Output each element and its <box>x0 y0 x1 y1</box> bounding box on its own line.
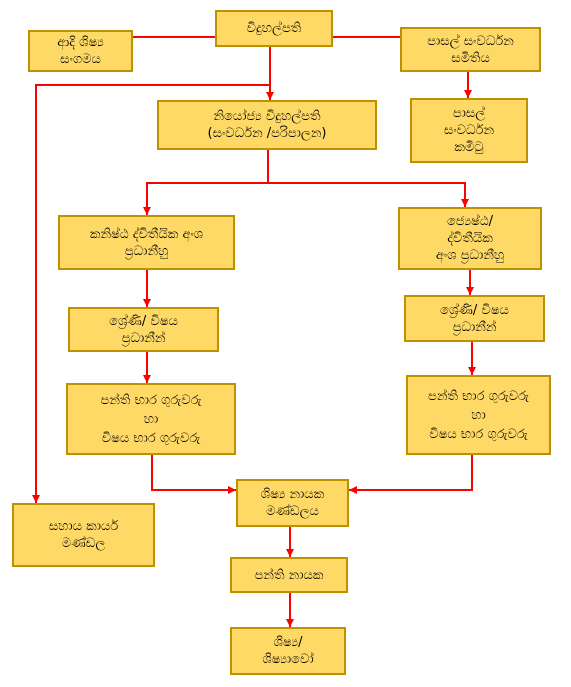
grade-subject-heads-left-label-line-2: ප්‍රධානීන් <box>121 330 166 346</box>
deputy-principal-label-line-1: නියෝජ්‍ය විදුහල්පති <box>213 109 321 124</box>
senior-secondary-heads-label-line-2: ද්විතීයික <box>447 231 493 246</box>
student-leaders-board-label-line-2: මණ්ඩලය <box>266 504 319 519</box>
grade-subject-heads-right-label-line-1: ශ්‍රේණි/ විෂය <box>440 302 509 318</box>
teachers-left-label-line-3: විෂය භාර ගුරුවරු <box>101 430 201 446</box>
edge-principal-to-support-staff <box>32 84 270 503</box>
school-development-committees-label-line-2: සංවර්ධන <box>443 123 495 138</box>
support-staff-label-line-2: මණ්ඩල <box>61 536 106 551</box>
senior-secondary-heads-label-line-1: ජ්‍යෙෂ්ඨ/ <box>446 214 494 229</box>
past-pupils-association-node: ආදි ශිෂ්‍ය සංගමය <box>28 30 133 72</box>
class-leaders-node: පන්ති නායක <box>230 557 348 593</box>
past-pupils-association-label-line-2: සංගමය <box>60 52 101 67</box>
school-development-society-label-line-2: සමිතිය <box>451 50 490 66</box>
senior-secondary-heads-label-line-3: අංශ ප්‍රධානීහු <box>435 248 505 263</box>
principal-label-line-1: විදුහල්පති <box>246 21 302 36</box>
students-label-line-1: ශිෂ්‍ය/ <box>273 635 303 650</box>
edge-teachers-left-to-student-leaders <box>151 455 236 494</box>
teachers-left-label-line-1: පන්ති භාර ගුරුවරු <box>100 392 202 408</box>
teachers-right-label-line-3: විෂය භාර ගුරුවරු <box>429 426 528 442</box>
support-staff-label-line-1: සහාය කාර්ය <box>48 519 119 534</box>
grade-subject-heads-left-node: ශ්‍රේණි/ විෂය ප්‍රධානීන් <box>68 307 219 352</box>
principal-node: විදුහල්පති <box>215 10 333 47</box>
junior-secondary-heads-label-line-1: කනිෂ්ඨ ද්විතීයික අංශ <box>89 226 204 242</box>
junior-secondary-heads-label-line-2: ප්‍රධානීහු <box>124 243 169 259</box>
teachers-right-label-line-2: හා <box>471 407 486 423</box>
deputy-principal-label-line-2: (සංවර්ධන /පරිපාලන) <box>207 126 327 141</box>
school-development-committees-label-line-1: පාසල් <box>452 106 486 121</box>
grade-subject-heads-right-node: ශ්‍රේණි/ විෂය ප්‍රධානීන් <box>404 295 545 342</box>
class-leaders-label-line-1: පන්ති නායක <box>254 567 324 583</box>
school-development-committees-node: පාසල් සංවර්ධන කමිටු <box>410 98 528 163</box>
teachers-right-node: පන්ති භාර ගුරුවරු හා විෂය භාර ගුරුවරු <box>406 375 551 455</box>
junior-secondary-heads-node: කනිෂ්ඨ ද්විතීයික අංශ ප්‍රධානීහු <box>58 215 235 270</box>
senior-secondary-heads-node: ජ්‍යෙෂ්ඨ/ ද්විතීයික අංශ ප්‍රධානීහු <box>398 207 542 270</box>
support-staff-node: සහාය කාර්ය මණ්ඩල <box>12 503 155 567</box>
students-node: ශිෂ්‍ය/ ශිෂ්‍යාවෝ <box>230 627 346 675</box>
teachers-right-label-line-1: පන්ති භාර ගුරුවරු <box>428 388 529 404</box>
past-pupils-association-label-line-1: ආදි ශිෂ්‍ය <box>57 35 104 50</box>
grade-subject-heads-right-label-line-2: ප්‍රධානීන් <box>452 319 497 335</box>
teachers-left-label-line-2: හා <box>143 411 159 427</box>
deputy-principal-node: නියෝජ්‍ය විදුහල්පති (සංවර්ධන /පරිපාලන) <box>157 100 377 150</box>
teachers-left-node: පන්ති භාර ගුරුවරු හා විෂය භාර ගුරුවරු <box>66 383 236 455</box>
school-development-society-node: පාසල් සංවර්ධන සමිතිය <box>400 27 541 72</box>
school-development-society-label-line-1: පාසල් සංවර්ධන <box>427 33 514 49</box>
school-development-committees-label-line-3: කමිටු <box>454 140 484 155</box>
student-leaders-board-node: ශිෂ්‍ය නායක මණ්ඩලය <box>236 479 349 527</box>
edge-teachers-right-to-student-leaders <box>349 455 473 494</box>
grade-subject-heads-left-label-line-1: ශ්‍රේණි/ විෂය <box>109 313 178 329</box>
students-label-line-2: ශිෂ්‍යාවෝ <box>262 652 314 667</box>
student-leaders-board-label-line-1: ශිෂ්‍ය නායක <box>260 487 325 502</box>
